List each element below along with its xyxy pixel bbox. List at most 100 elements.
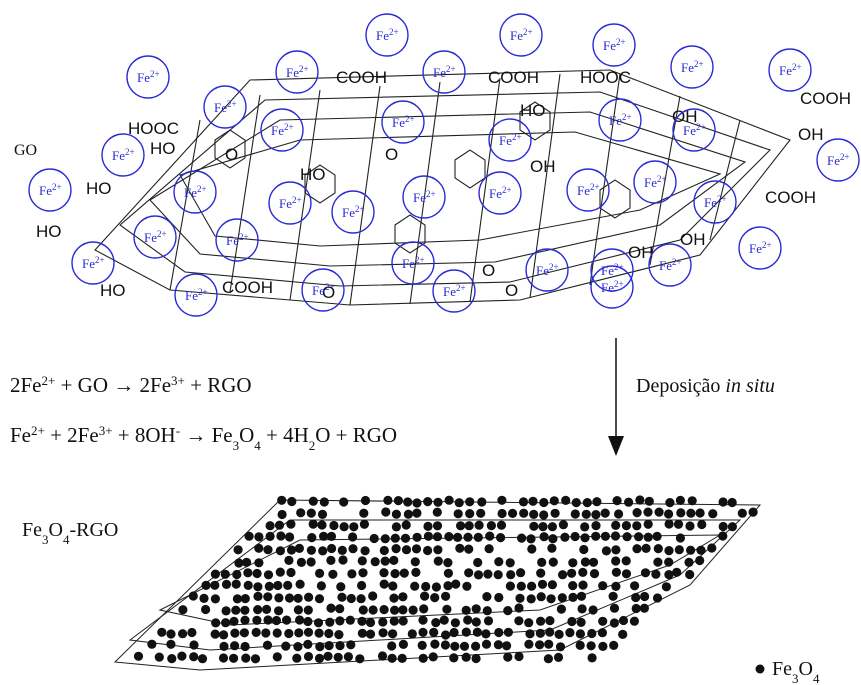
- legend: Fe3O4: [755, 658, 820, 685]
- nanoparticle: [537, 579, 548, 589]
- nanoparticle: [661, 582, 672, 592]
- nanoparticle: [308, 496, 318, 506]
- nanoparticle: [239, 628, 249, 638]
- equation-precipitation: Fe2+ + 2Fe3+ + 8OH- → Fe3O4 + 4H2O + RGO: [10, 423, 397, 453]
- nanoparticle: [407, 629, 417, 639]
- nanoparticle: [273, 580, 283, 591]
- svg-text:Fe2+: Fe2+: [827, 152, 850, 168]
- fe2-ion: Fe2+: [525, 248, 569, 292]
- nanoparticle: [544, 639, 554, 649]
- nanoparticle: [494, 627, 504, 638]
- nanoparticle: [379, 579, 389, 589]
- process-arrow: [608, 338, 624, 456]
- svg-text:Fe2+: Fe2+: [39, 182, 62, 198]
- nanoparticle: [284, 555, 294, 566]
- nanoparticle: [482, 606, 492, 616]
- nanoparticle: [433, 497, 443, 507]
- nanoparticle: [575, 629, 586, 639]
- nanoparticle: [218, 653, 229, 663]
- nanoparticle: [601, 546, 612, 556]
- nanoparticle: [417, 640, 427, 651]
- nanoparticle: [587, 628, 597, 639]
- nanoparticle: [443, 568, 453, 578]
- nanoparticle: [388, 581, 398, 591]
- nanoparticle: [576, 617, 586, 628]
- nanoparticle: [221, 606, 231, 616]
- nanoparticle: [313, 618, 324, 628]
- nanoparticle: [398, 605, 408, 615]
- nanoparticle: [240, 615, 250, 625]
- nanoparticle: [286, 567, 296, 578]
- nanoparticle: [303, 639, 313, 650]
- group-label: COOH: [800, 89, 851, 108]
- nanoparticle: [442, 604, 452, 614]
- nanoparticle: [221, 579, 232, 590]
- nanoparticle: [461, 652, 471, 662]
- group-label: OH: [672, 107, 698, 126]
- nanoparticle: [283, 580, 293, 591]
- nanoparticle: [461, 605, 471, 615]
- nanoparticle: [201, 604, 211, 615]
- nanoparticle: [339, 497, 349, 507]
- nanoparticle: [243, 580, 253, 591]
- nanoparticle: [346, 640, 356, 650]
- nanoparticle: [328, 569, 338, 579]
- nanoparticle: [383, 495, 393, 505]
- nanoparticle: [525, 629, 535, 639]
- nanoparticle: [253, 605, 263, 615]
- nanoparticle: [557, 593, 567, 603]
- svg-text:Fe2+: Fe2+: [433, 64, 456, 80]
- nanoparticle: [497, 495, 507, 505]
- nanoparticle: [443, 558, 453, 568]
- svg-text:Fe2+: Fe2+: [779, 62, 802, 78]
- nanoparticle: [536, 592, 546, 602]
- nanoparticle: [696, 545, 706, 555]
- nanoparticle: [418, 615, 428, 625]
- nanoparticle: [632, 521, 642, 531]
- nanoparticle: [748, 507, 758, 517]
- nanoparticle: [347, 569, 357, 579]
- nanoparticle: [444, 495, 454, 505]
- nanoparticle: [274, 593, 284, 603]
- nanoparticle: [377, 651, 388, 661]
- svg-text:Fe2+: Fe2+: [659, 257, 682, 273]
- nanoparticle: [548, 534, 558, 544]
- fe2-ion: Fe2+: [422, 50, 466, 94]
- nanoparticle: [286, 519, 296, 529]
- nanoparticle: [529, 521, 539, 531]
- nanoparticle: [665, 498, 675, 508]
- group-label: OH: [798, 125, 824, 144]
- nanoparticle: [612, 496, 622, 506]
- nanoparticle: [565, 628, 575, 638]
- nanoparticle: [210, 580, 220, 590]
- nanoparticle: [578, 567, 588, 578]
- nanoparticle: [418, 653, 428, 663]
- nanoparticle: [621, 556, 631, 566]
- svg-text:Fe2+: Fe2+: [271, 122, 294, 138]
- nanoparticle: [431, 582, 441, 592]
- nanoparticle: [471, 653, 481, 664]
- nanoparticle: [399, 568, 409, 578]
- nanoparticle: [349, 522, 359, 532]
- nanoparticle: [244, 531, 254, 541]
- nanoparticle: [600, 508, 610, 518]
- nanoparticle: [188, 591, 198, 601]
- nanoparticle: [503, 652, 513, 662]
- legend-label: Fe3O4: [772, 658, 820, 685]
- svg-text:Fe2+: Fe2+: [226, 232, 249, 248]
- nanoparticle: [411, 544, 422, 554]
- nanoparticle: [684, 557, 694, 568]
- nanoparticle: [403, 497, 413, 507]
- nanoparticle: [474, 520, 484, 530]
- svg-text:Fe2+: Fe2+: [286, 64, 309, 80]
- nanoparticle: [336, 582, 346, 592]
- nanoparticle: [365, 629, 376, 639]
- nanoparticle: [423, 521, 433, 532]
- nanoparticle: [360, 495, 371, 506]
- nanoparticle: [527, 544, 537, 554]
- nanoparticle: [356, 594, 366, 604]
- nanoparticle: [262, 604, 272, 615]
- nanoparticle: [419, 604, 429, 614]
- nanoparticle: [157, 627, 167, 637]
- eq1-text: 2Fe: [10, 373, 42, 397]
